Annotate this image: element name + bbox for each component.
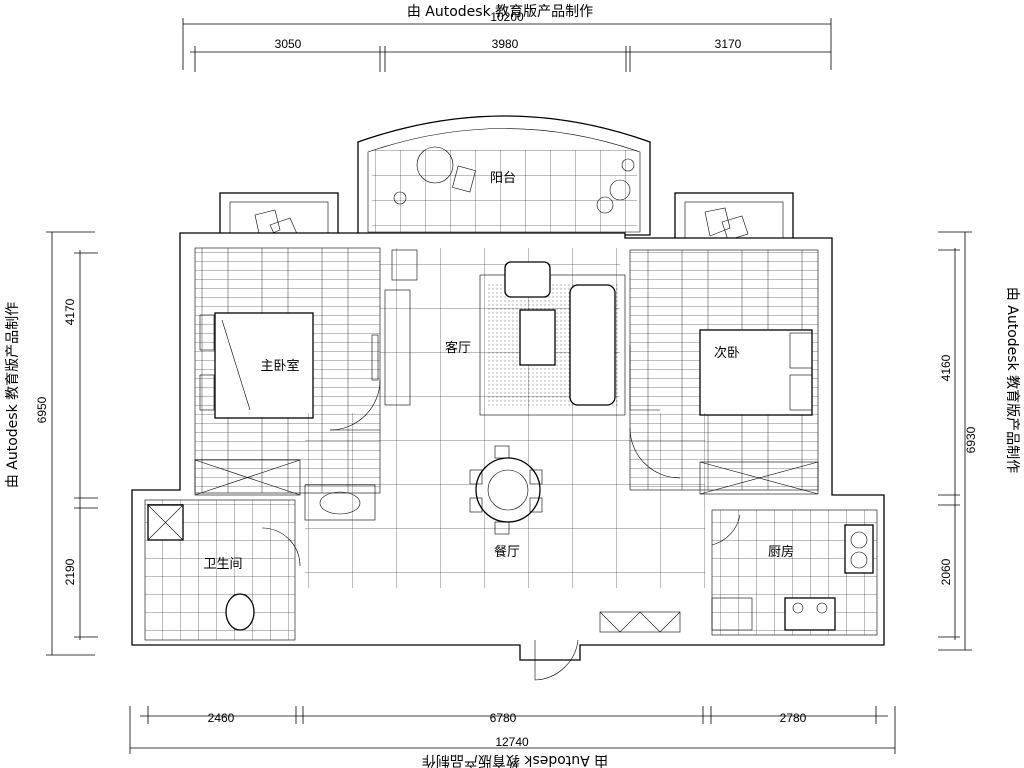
toilet bbox=[225, 593, 255, 631]
watermark-left: 由 Autodesk 教育版产品制作 bbox=[5, 302, 21, 488]
wash-basin bbox=[319, 491, 361, 515]
stove bbox=[784, 597, 836, 631]
dim-left-seg-2: 2190 bbox=[63, 558, 77, 585]
kitchen bbox=[599, 509, 878, 636]
dim-right-seg-1: 4160 bbox=[939, 354, 953, 381]
dim-bottom-seg-1: 2460 bbox=[208, 711, 235, 725]
kitchen-sink bbox=[844, 524, 874, 574]
watermark-right: 由 Autodesk 教育版产品制作 bbox=[1004, 287, 1020, 473]
dim-right-total: 6930 bbox=[964, 426, 978, 453]
label-balcony: 阳台 bbox=[490, 171, 516, 186]
entrance-door[interactable] bbox=[534, 639, 579, 681]
balcony bbox=[219, 115, 794, 249]
dim-bottom-seg-2: 6780 bbox=[490, 711, 517, 725]
living-sofa bbox=[569, 284, 616, 406]
dim-bottom-total: 12740 bbox=[495, 735, 529, 749]
bottom-dimensions: 2460 6780 2780 12740 bbox=[129, 706, 896, 754]
coffee-table bbox=[519, 309, 556, 366]
dining-room bbox=[305, 413, 705, 588]
label-bathroom: 卫生间 bbox=[203, 557, 242, 572]
watermark-bottom: 由 Autodesk 教育版产品制作 bbox=[422, 752, 608, 768]
bathroom bbox=[144, 484, 376, 641]
balcony-lounge-chair bbox=[416, 146, 476, 193]
tv-cabinet bbox=[384, 289, 411, 406]
dim-top-seg-3: 3170 bbox=[715, 37, 742, 51]
top-dimensions: 10200 3050 3980 3170 bbox=[182, 10, 832, 72]
dim-bottom-seg-3: 2780 bbox=[780, 711, 807, 725]
armchair bbox=[504, 261, 551, 298]
balcony-plants bbox=[393, 158, 635, 214]
label-second-bedroom: 次卧 bbox=[714, 345, 740, 361]
label-master-bedroom: 主卧室 bbox=[260, 358, 299, 374]
dining-table bbox=[475, 457, 541, 523]
living-room bbox=[380, 248, 626, 416]
right-dimensions: 6930 4160 2060 bbox=[938, 231, 978, 651]
label-kitchen: 厨房 bbox=[768, 544, 794, 560]
left-dimensions: 6950 4170 2190 bbox=[35, 231, 98, 656]
dim-top-total: 10200 bbox=[490, 10, 524, 24]
dim-left-total: 6950 bbox=[35, 396, 49, 423]
dim-top-seg-1: 3050 bbox=[275, 37, 302, 51]
label-dining-room: 餐厅 bbox=[494, 544, 520, 560]
dim-left-seg-1: 4170 bbox=[63, 298, 77, 325]
label-living-room: 客厅 bbox=[445, 340, 471, 356]
dim-right-seg-2: 2060 bbox=[939, 558, 953, 585]
second-bed bbox=[699, 329, 813, 416]
pillow-decor-right bbox=[704, 207, 749, 241]
watermark-top: 由 Autodesk 教育版产品制作 bbox=[407, 4, 593, 20]
dim-top-seg-2: 3980 bbox=[492, 37, 519, 51]
master-bed bbox=[214, 312, 314, 419]
